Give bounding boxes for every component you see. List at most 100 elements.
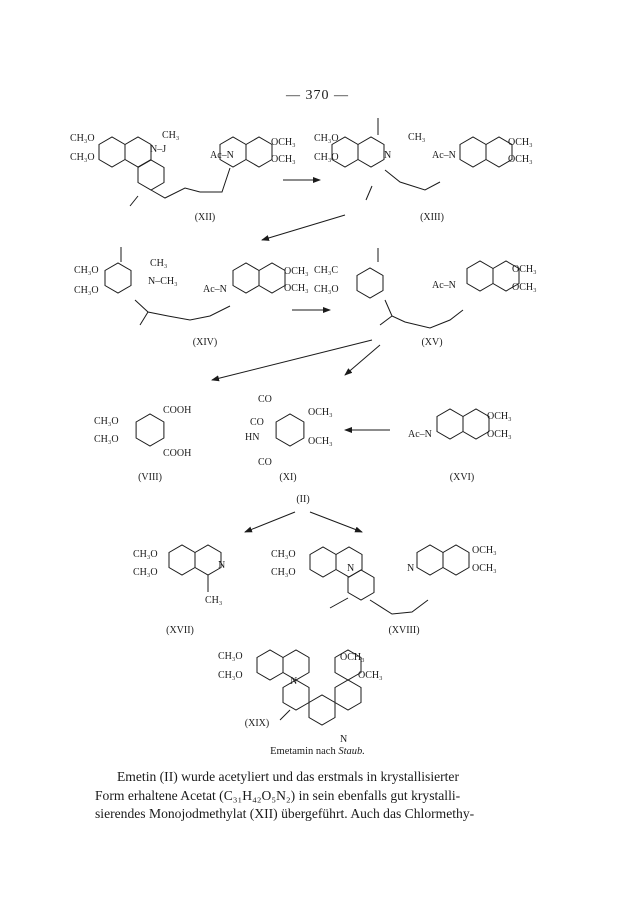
- ring-xi: [275, 413, 305, 447]
- paragraph-line-3: sierendes Monojodmethylat (XII) übergefü…: [95, 806, 475, 821]
- ring-xvi-b: [462, 408, 490, 440]
- xii-ch3o-2: CH₃O: [70, 152, 95, 163]
- xi-hn: HN: [245, 432, 259, 443]
- arrow-xv-xi: [344, 344, 381, 376]
- xii-och3-2: OCH₃: [271, 154, 296, 165]
- xiii-ch3: CH₃: [408, 132, 425, 143]
- arrow-xiii-xiv: [261, 214, 346, 241]
- xiii-acn: Ac–N: [432, 150, 456, 161]
- xviii-ch3o-1: CH₃O: [271, 549, 296, 560]
- xii-bridge: [150, 187, 201, 199]
- label-ii: (II): [296, 494, 309, 505]
- xiv-acn: Ac–N: [203, 284, 227, 295]
- label-xiv: (XIV): [193, 337, 217, 348]
- label-xvii: (XVII): [166, 625, 194, 636]
- ring-viii: [135, 413, 165, 447]
- xiii-och3-2: OCH₃: [508, 154, 533, 165]
- ring-xvi-a: [436, 408, 464, 440]
- paragraph-line-1: Emetin (II) wurde acetyliert und das ers…: [117, 769, 459, 784]
- caption-text: Emetamin nach: [270, 746, 339, 757]
- xiv-ch3: CH₃: [150, 258, 167, 269]
- xvi-acn: Ac–N: [408, 429, 432, 440]
- xviii-ch3o-2: CH₃O: [271, 567, 296, 578]
- ring-xviii-a: [309, 546, 337, 578]
- label-xi: (XI): [279, 472, 296, 483]
- ring-xvii-a: [168, 544, 196, 576]
- ring-xv-e: [492, 260, 520, 292]
- page-number: — 370 —: [286, 88, 349, 103]
- ring-xiii-b: [357, 136, 385, 168]
- xiii-bridge: [384, 169, 441, 191]
- xv-ch3c: CH₃C: [314, 265, 338, 276]
- xiv-ethyl: [139, 311, 149, 326]
- xiii-och3-1: OCH₃: [508, 137, 533, 148]
- xiii-ch3o-1: CH₃O: [314, 133, 339, 144]
- xiv-och3-2: OCH₃: [284, 283, 309, 294]
- xiv-nch3: N–CH₃: [148, 276, 178, 287]
- xi-co-2: CO: [250, 417, 264, 428]
- ring-xiii-d: [459, 136, 487, 168]
- xiv-och3-1: OCH₃: [284, 266, 309, 277]
- xix-och3-2: OCH₃: [358, 670, 383, 681]
- xvii-ch3o-2: CH₃O: [133, 567, 158, 578]
- xi-co-top: CO: [258, 394, 272, 405]
- xix-och3-1: OCH₃: [340, 652, 365, 663]
- ring-xv-d: [466, 260, 494, 292]
- xvii-ch3: CH₃: [205, 595, 222, 606]
- ring-xiv-e: [258, 262, 286, 294]
- viii-cooh-2: COOH: [163, 448, 191, 459]
- xii-bridge-2: [200, 167, 231, 193]
- ring-xviii-e: [442, 544, 470, 576]
- xii-ch3o-1: CH₃O: [70, 133, 95, 144]
- ring-xv-a: [356, 267, 384, 299]
- arrow-ii-xviii: [309, 511, 363, 533]
- xviii-n-2: N: [407, 563, 414, 574]
- caption-author: Staub.: [338, 746, 365, 757]
- body-paragraph: Emetin (II) wurde acetyliert und das ers…: [95, 768, 540, 824]
- xviii-n-1: N: [347, 563, 354, 574]
- xii-ethyl: [129, 195, 139, 207]
- xviii-ethyl: [329, 597, 349, 609]
- label-xix: (XIX): [245, 718, 269, 729]
- label-viii: (VIII): [138, 472, 162, 483]
- ring-xix-d: [308, 694, 336, 726]
- xi-och3-2: OCH₃: [308, 436, 333, 447]
- ring-xix-f: [334, 649, 362, 681]
- label-xvi: (XVI): [450, 472, 474, 483]
- xii-och3-1: OCH₃: [271, 137, 296, 148]
- xix-ethyl: [279, 709, 291, 721]
- ring-xiii-e: [485, 136, 513, 168]
- xix-n-1: N: [290, 676, 297, 687]
- xii-acn: Ac–N: [210, 150, 234, 161]
- xii-ch3: CH₃: [162, 130, 179, 141]
- ring-xix-a: [256, 649, 284, 681]
- xv-och3-1: OCH₃: [512, 264, 537, 275]
- ring-xiv-a: [104, 262, 132, 294]
- xvi-och3-2: OCH₃: [487, 429, 512, 440]
- viii-cooh-1: COOH: [163, 405, 191, 416]
- xvi-och3-1: OCH₃: [487, 411, 512, 422]
- xv-och3-2: OCH₃: [512, 282, 537, 293]
- xv-ch3o: CH₃O: [314, 284, 339, 295]
- xiii-n: N: [384, 150, 391, 161]
- xiii-ethyl: [365, 185, 373, 201]
- xvii-n: N: [218, 560, 225, 571]
- xviii-och3-1: OCH₃: [472, 545, 497, 556]
- xi-och3-1: OCH₃: [308, 407, 333, 418]
- label-xv: (XV): [421, 337, 442, 348]
- viii-ch3o-1: CH₃O: [94, 416, 119, 427]
- xix-n-2: N: [340, 734, 347, 745]
- ring-xix-e: [334, 679, 362, 711]
- figure-caption: Emetamin nach Staub.: [0, 746, 635, 757]
- xix-ch3o-2: CH₃O: [218, 670, 243, 681]
- label-xviii: (XVIII): [388, 625, 419, 636]
- ring-xviii-c: [347, 569, 375, 601]
- ring-xviii-d: [416, 544, 444, 576]
- xiii-ch3o-2: CH₃O: [314, 152, 339, 163]
- xvii-ch3o-1: CH₃O: [133, 549, 158, 560]
- xv-bridge: [384, 299, 464, 329]
- ring-xiv-d: [232, 262, 260, 294]
- xii-nj: N–J: [150, 144, 166, 155]
